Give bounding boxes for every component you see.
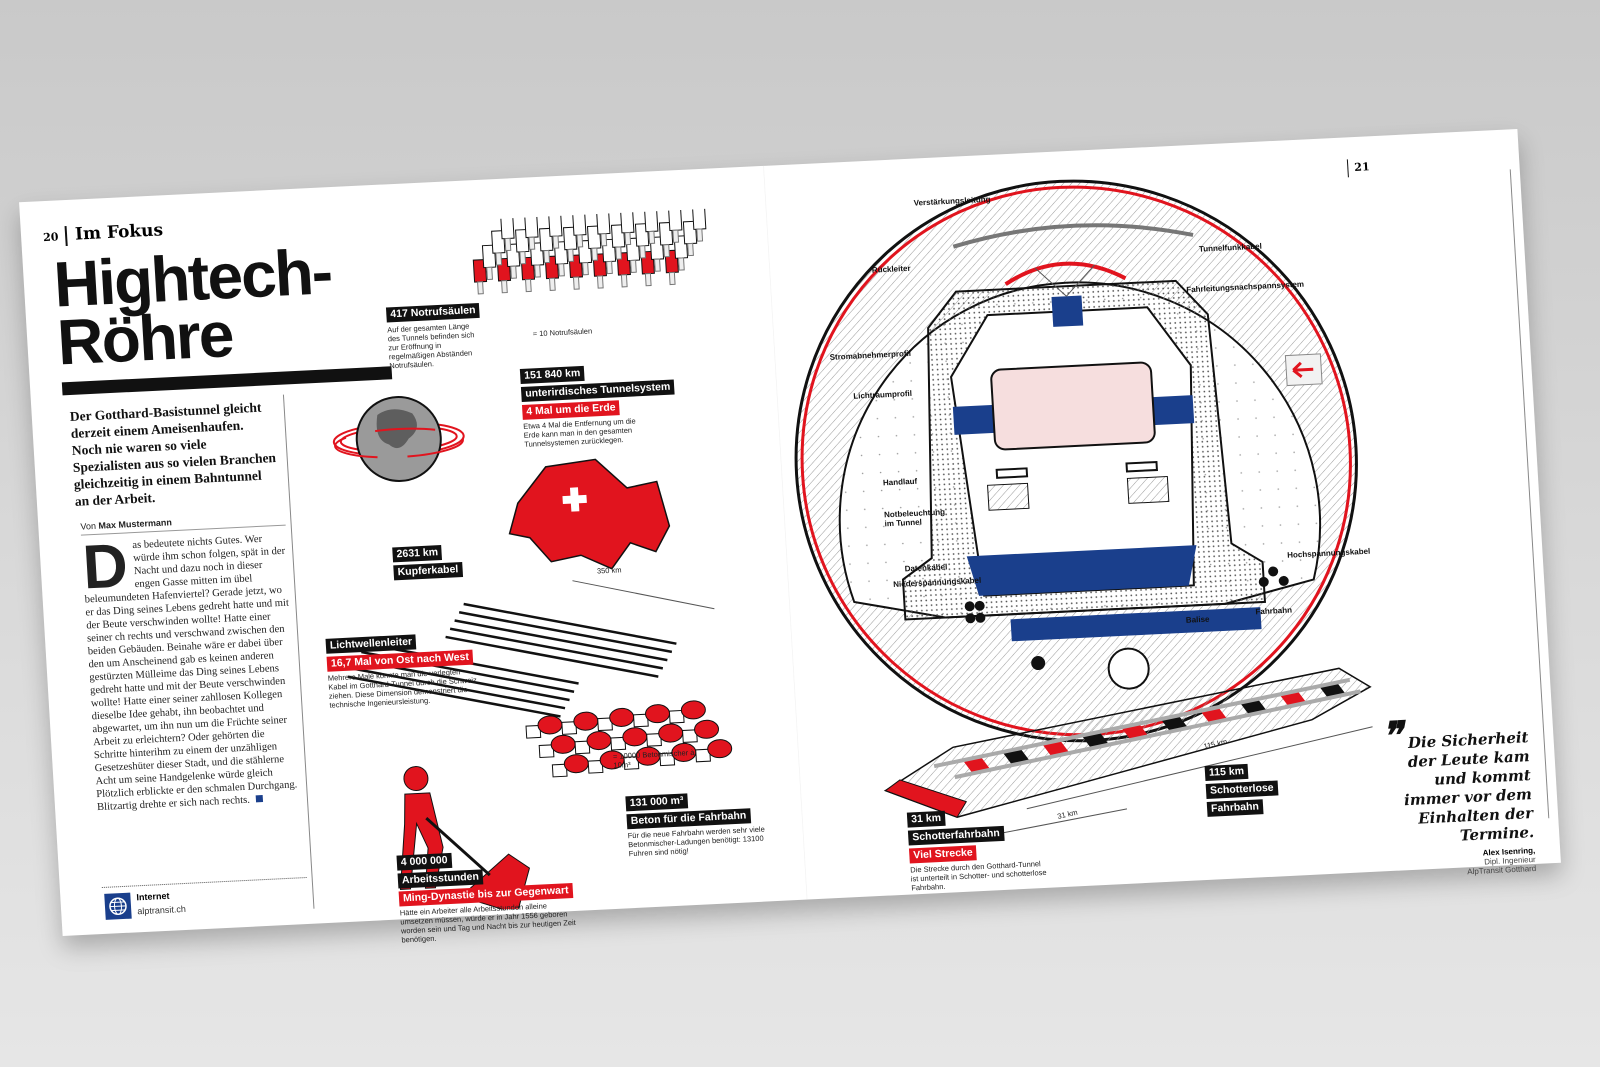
tunnelsystem-value: 151 840 km [519, 365, 585, 384]
beton-value: 131 000 m³ [625, 793, 688, 812]
slab-value: 115 km [1204, 763, 1249, 781]
slab-block: 115 km Schotterlose Fahrbahn [1204, 760, 1279, 817]
section-rubric: Im Fokus [74, 220, 164, 245]
label-balise: Balise [1185, 614, 1210, 625]
globe-icon [104, 892, 132, 920]
arbeit-label: Arbeitsstunden [397, 869, 484, 889]
pantograph [1004, 261, 1127, 286]
phone-pillar-icon [572, 212, 587, 248]
train-windshield [990, 361, 1156, 451]
concrete-mixer-icon [633, 704, 671, 728]
notruf-value: 417 Notrufsäulen [385, 302, 480, 323]
end-mark-icon [255, 795, 264, 803]
concrete-mixer-icon [551, 754, 589, 778]
headline: Hightech- Röhre [52, 235, 336, 379]
quote-text: Die Sicherheit der Leute kam und kommt i… [1403, 728, 1535, 845]
author-name: Max Mustermann [98, 517, 173, 531]
phone-pillar-icon [620, 209, 635, 246]
schotter-block: 31 km Schotterfahrbahn Viel Strecke Die … [906, 803, 1052, 893]
concrete-mixer-icon [659, 742, 697, 767]
licht-block: Lichtwellenleiter 16,7 Mal von Ost nach … [325, 628, 479, 710]
concrete-mixer-icon [561, 711, 599, 735]
internet-label: Internet [136, 890, 170, 903]
emergency-phones-icon [472, 206, 707, 295]
concrete-mixer-icon [695, 739, 733, 763]
schotter-label: Schotterfahrbahn [907, 825, 1005, 846]
schotter-highlight: Viel Strecke [908, 845, 978, 864]
concrete-mixer-icon [610, 727, 648, 751]
licht-label: Lichtwellenleiter [325, 634, 417, 654]
phone-pillar-icon [634, 223, 650, 259]
licht-text: Mehrere Male könnte man die verlegten Ka… [327, 667, 478, 710]
quote-mark-icon: ❞ [1380, 712, 1404, 759]
magazine-spread: 20 Im Fokus Hightech- Röhre Der Gotthard… [19, 129, 1561, 944]
switzerland-map-illustration [508, 458, 671, 570]
kupfer-value: 2631 km [392, 545, 443, 563]
slab-label-1: Schotterlose [1205, 780, 1279, 799]
phone-pillar-icon [548, 213, 563, 249]
tunnel-cross-section [794, 179, 1358, 743]
concrete-mixer-icon [574, 731, 612, 755]
kupfer-dimension: 350 km [596, 565, 622, 576]
concrete-mixer-icon [587, 750, 625, 774]
concrete-mixers-illustration [525, 700, 733, 778]
dimension-line [572, 580, 715, 610]
notruf-text: Auf der gesamten Länge des Tunnels befin… [387, 321, 475, 371]
internet-link[interactable]: alptransit.ch [137, 903, 187, 917]
concrete-mixer-icon [668, 700, 706, 724]
notruf-block: 417 Notrufsäulen Auf der gesamten Länge … [385, 300, 485, 371]
schotter-text: Die Strecke durch den Gotthard-Tunnel is… [909, 859, 1047, 893]
concrete-mixer-icon [538, 734, 576, 758]
drop-cap: D [80, 531, 130, 603]
track-illustration [883, 667, 1373, 837]
lead-paragraph: Der Gotthard-Basistunnel gleicht derzeit… [69, 399, 277, 509]
globe-illustration [332, 396, 465, 482]
arbeit-block: 4 000 000 Arbeitsstunden Ming-Dynastie b… [396, 844, 581, 945]
phone-pillar-icon [610, 224, 626, 260]
concrete-mixer-icon [525, 715, 563, 739]
tunnelsystem-block: 151 840 km unterirdisches Tunnelsystem 4… [519, 359, 678, 449]
concrete-mixer-icon [682, 719, 720, 743]
concrete-mixer-icon [623, 746, 661, 770]
kupfer-block: 2631 km Kupferkabel [392, 541, 463, 581]
headline-line-2: Röhre [55, 298, 235, 379]
label-notbeleuchtung: Notbeleuchtung im Tunnel [883, 507, 946, 529]
phone-pillar-icon [596, 210, 611, 247]
arbeit-text: Hätte ein Arbeiter alle Arbeitsstunden a… [399, 901, 576, 945]
slab-label-2: Fahrbahn [1206, 799, 1264, 817]
page-number-left: 20 [42, 230, 59, 245]
divider [101, 877, 307, 889]
concrete-mixer-icon [597, 707, 635, 732]
arbeit-value: 4 000 000 [396, 852, 453, 871]
dimension-31km [988, 808, 1128, 837]
dimension-115km [1026, 726, 1373, 810]
concrete-mixer-icon [646, 723, 684, 747]
beton-block: 131 000 m³ Beton für die Fahrbahn Für di… [625, 787, 769, 858]
phone-pillar-icon [644, 208, 659, 245]
label-fahrbahn: Fahrbahn [1255, 605, 1293, 617]
schotter-value: 31 km [906, 810, 946, 828]
rubric-divider [64, 225, 68, 247]
tunnelsystem-label: unterirdisches Tunnelsystem [520, 379, 675, 402]
phone-pillar-icon [692, 206, 707, 242]
phone-pillar-icon [500, 215, 515, 252]
pull-quote: ❞ Die Sicherheit der Leute kam und kommt… [1377, 712, 1536, 880]
